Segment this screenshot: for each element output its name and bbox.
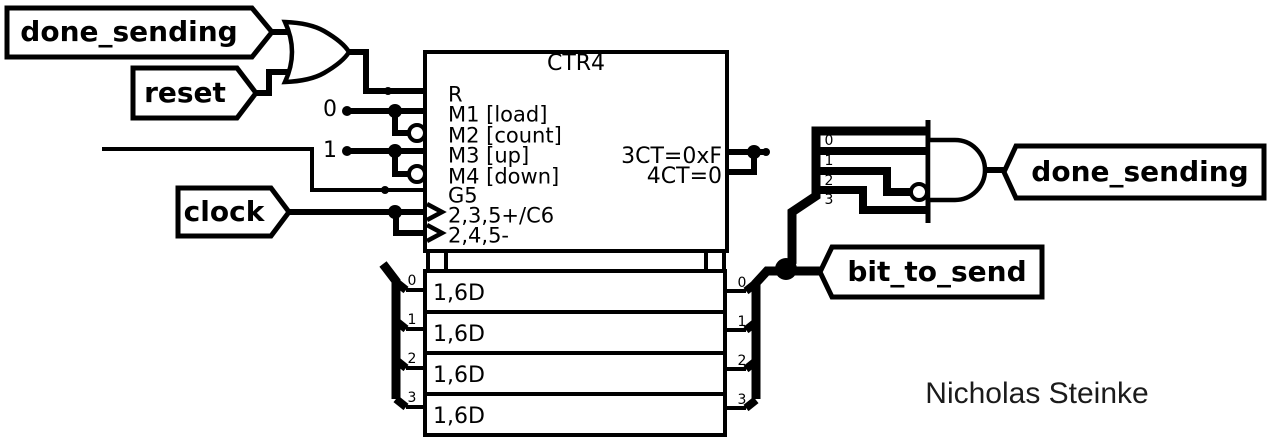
register-dividers [425,310,725,396]
reg-out-diag-2 [743,357,759,373]
or-to-r-wire [347,49,427,94]
counter-pin-clock: 2,3,5+/C6 [448,203,555,228]
g5-pin-dot [381,186,389,194]
input-tag-reset-label: reset [144,76,226,109]
branch0-pin-dot [841,127,849,135]
counter-pin-g5: G5 [448,183,478,208]
signal-wires [255,29,1006,236]
m4-branch-wire [392,151,411,177]
m2-invert-bubble [407,123,427,143]
input-tag-done-sending-label: done_sending [20,15,238,48]
and-bus-bit-3: 3 [824,192,834,208]
reg-out-diag-0 [743,279,759,295]
reg-out-diag-1 [743,318,759,334]
reset-wire [255,69,294,96]
counter-box [423,50,729,253]
input-tag-clock-label: clock [183,195,265,228]
and-bus-bit-1: 1 [824,153,834,169]
m2-branch-wire [392,111,411,136]
reg-right-bit-1: 1 [737,314,747,330]
reg-right-bit-3: 3 [737,392,747,408]
reg-in-diag-2 [393,356,409,372]
reg-left-bit-3: 3 [407,390,417,406]
register-row-3: 1,6D [433,404,485,429]
and-bus-bit-0: 0 [824,133,834,149]
reg-in-diag-1 [393,317,409,333]
m1-junction-dot [388,104,402,118]
ct-junction-dot [747,145,761,159]
reg-left-bit-1: 1 [407,312,417,328]
bus-branches [393,147,928,412]
and-gate [925,137,988,203]
input-tag-done-sending [4,5,276,60]
input-tag-clock [175,185,293,239]
m4-invert-bubble [407,164,427,184]
symbols-layer [4,5,1267,437]
clock-edge-wedges [425,202,447,243]
branch2-pin-dot [841,167,849,175]
reg-right-bus [751,266,821,399]
branch3-pin-dot [841,186,849,194]
counter-register-necks [426,252,726,271]
branch1-pin-dot [841,147,849,155]
counter-pin-m3: M3 [up] [448,143,530,168]
clock-branch-wire [393,212,427,236]
and-branch-3 [816,186,928,214]
output-tag-bit-to-send [817,244,1045,300]
register-row-1: 1,6D [433,322,485,347]
or-gate [281,19,352,85]
reg-in-diag-0 [393,278,409,294]
reg-left-bit-2: 2 [407,351,417,367]
and-invert-bubble [909,182,929,202]
clock-junction-dot [388,205,402,219]
and-bus-bit-2: 2 [824,173,834,189]
input-tag-reset [130,65,260,121]
bit-to-send-junction-dot [775,258,797,280]
output-tag-bit-to-send-label: bit_to_send [847,255,1027,288]
counter-pin-4ct: 4CT=0 [646,164,722,189]
output-tag-done-sending-label: done_sending [1031,155,1249,188]
r-pin-dot [384,87,392,95]
reg-left-bus [379,261,401,399]
const0-start-dot [342,106,352,116]
constant-1: 1 [323,138,337,163]
reg-out-diag-3 [743,396,759,412]
register-row-0: 1,6D [433,281,485,306]
counter-pin-m1: M1 [load] [448,102,548,127]
counter-pin-3ct: 3CT=0xF [621,144,722,169]
g5-wire [102,147,425,192]
counter-title: CTR4 [546,51,606,76]
dynamic-input-wedge-2 [425,223,447,243]
counter-pin-m2: M2 [count] [448,123,562,148]
reg-right-bit-2: 2 [737,353,747,369]
const1-start-dot [342,146,352,156]
author-name: Nicholas Steinke [925,377,1149,410]
and-branch-2 [816,167,912,196]
dynamic-input-wedge-1 [425,202,447,222]
output-tag-done-sending [1001,143,1267,201]
constant-0: 0 [323,97,337,122]
counter-pin-r: R [448,82,463,107]
m3-junction-dot [388,144,402,158]
reg-right-bit-0: 0 [737,275,747,291]
junction-dots [342,87,849,280]
counter-pin-m4: M4 [down] [448,164,560,189]
reg-left-bit-0: 0 [407,273,417,289]
reg-in-diag-3 [393,395,409,411]
register-row-2: 1,6D [433,363,485,388]
ct-end-dot [762,148,770,156]
counter-pin-down-count: 2,4,5- [448,223,510,248]
